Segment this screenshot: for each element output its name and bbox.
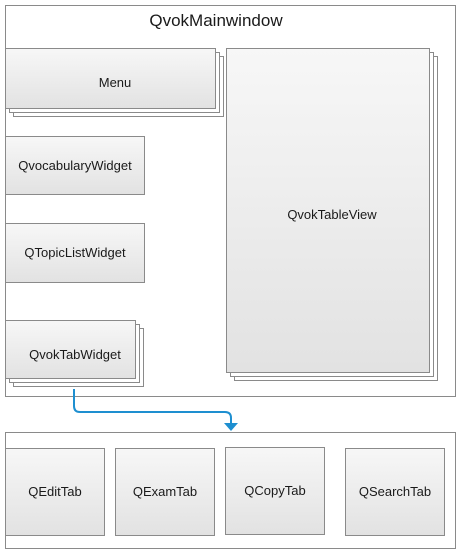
menu-box: Menu: [5, 48, 224, 117]
main-window-title: QvokMainwindow: [149, 11, 283, 30]
tab-copy-box: QCopyTab: [225, 447, 325, 535]
tab-copy-label: QCopyTab: [244, 483, 305, 498]
arrow-head-icon: [224, 423, 238, 431]
vocabulary-widget-box: QvocabularyWidget: [5, 136, 145, 195]
tab-exam-label: QExamTab: [133, 484, 197, 499]
menu-label: Menu: [99, 75, 132, 90]
topic-list-widget-box: QTopicListWidget: [5, 223, 145, 283]
tab-edit-label: QEditTab: [28, 484, 81, 499]
tab-widget-box: QvokTabWidget: [5, 320, 144, 387]
tab-exam-box: QExamTab: [115, 448, 215, 536]
tab-edit-box: QEditTab: [5, 448, 105, 536]
tab-search-box: QSearchTab: [345, 448, 445, 536]
table-view-label: QvokTableView: [287, 207, 377, 222]
tab-search-label: QSearchTab: [359, 484, 431, 499]
topic-list-widget-label: QTopicListWidget: [24, 245, 126, 260]
vocabulary-widget-label: QvocabularyWidget: [18, 158, 132, 173]
connector-arrow: [73, 389, 238, 431]
tab-widget-label: QvokTabWidget: [29, 347, 121, 362]
table-view-box: QvokTableView: [226, 48, 438, 381]
